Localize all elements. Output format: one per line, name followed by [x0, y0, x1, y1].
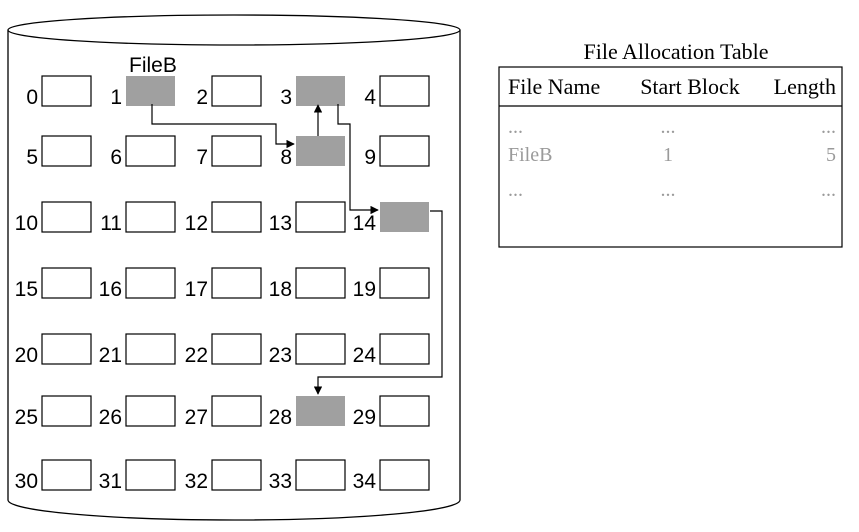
block-number: 11	[100, 212, 122, 235]
block-11	[125, 201, 176, 233]
block-9	[379, 135, 430, 167]
block-number: 28	[269, 406, 292, 429]
block-16	[125, 267, 176, 299]
block-12	[211, 201, 262, 233]
chain-arrow-1-to-8	[151, 104, 295, 149]
block-number: 2	[196, 86, 208, 109]
block-number: 3	[280, 86, 292, 109]
block-29	[379, 395, 430, 427]
block-number: 4	[364, 86, 376, 109]
block-2	[211, 75, 262, 107]
block-33	[295, 459, 346, 491]
block-32	[211, 459, 262, 491]
block-18	[295, 267, 346, 299]
block-number: 17	[185, 278, 208, 301]
block-number: 5	[26, 146, 38, 169]
block-number: 16	[99, 278, 122, 301]
block-27	[211, 395, 262, 427]
block-14-allocated	[380, 202, 429, 232]
block-3-allocated	[296, 76, 345, 106]
chain-arrow-14-to-28	[313, 210, 443, 395]
block-26	[125, 395, 176, 427]
table-cell: ...	[661, 116, 676, 138]
block-number: 9	[364, 146, 376, 169]
table-cell: 1	[663, 144, 673, 166]
block-number: 31	[99, 470, 122, 493]
table-cell: ...	[508, 179, 523, 201]
block-number: 32	[185, 470, 208, 493]
block-17	[211, 267, 262, 299]
chain-arrow-3-to-14	[337, 104, 379, 215]
table-cell: ...	[508, 116, 523, 138]
block-number: 22	[185, 344, 208, 367]
table-header-1: Start Block	[640, 74, 740, 99]
block-number: 8	[280, 146, 292, 169]
table-header-2: Length	[774, 74, 836, 99]
file-label: FileB	[129, 54, 177, 77]
table-cell: ...	[821, 179, 836, 201]
block-5	[41, 135, 92, 167]
block-10	[41, 201, 92, 233]
block-number: 34	[353, 470, 377, 493]
block-23	[295, 333, 346, 365]
table-cell: ...	[661, 179, 676, 201]
block-21	[125, 333, 176, 365]
block-6	[125, 135, 176, 167]
block-34	[379, 459, 430, 491]
table-frame	[498, 66, 843, 248]
block-31	[125, 459, 176, 491]
block-number: 23	[269, 344, 292, 367]
block-number: 7	[196, 146, 208, 169]
block-number: 6	[110, 146, 122, 169]
block-4	[379, 75, 430, 107]
block-number: 19	[353, 278, 376, 301]
block-number: 21	[99, 344, 122, 367]
block-13	[295, 201, 346, 233]
block-number: 10	[15, 212, 38, 235]
block-number: 20	[15, 344, 38, 367]
block-number: 1	[110, 86, 122, 109]
block-number: 15	[15, 278, 38, 301]
block-28-allocated	[296, 396, 345, 426]
block-number: 27	[185, 406, 208, 429]
block-number: 33	[269, 470, 292, 493]
file-allocation-table: File Allocation Table File Name Start Blo…	[498, 39, 843, 248]
block-number: 30	[15, 470, 38, 493]
table-title: File Allocation Table	[583, 39, 768, 64]
block-number: 25	[15, 406, 38, 429]
allocation-chain	[151, 104, 443, 395]
block-8-allocated	[296, 136, 345, 166]
block-number: 14	[353, 212, 377, 235]
block-20	[41, 333, 92, 365]
block-number: 0	[26, 86, 38, 109]
table-cell: FileB	[508, 144, 552, 166]
disk-cylinder	[7, 14, 461, 521]
block-number: 29	[353, 406, 376, 429]
block-19	[379, 267, 430, 299]
block-0	[41, 75, 92, 107]
block-30	[41, 459, 92, 491]
block-24	[379, 333, 430, 365]
block-25	[41, 395, 92, 427]
block-number: 26	[99, 406, 122, 429]
table-header-0: File Name	[508, 74, 600, 99]
table-cell: ...	[821, 116, 836, 138]
block-number: 24	[353, 344, 377, 367]
block-1-allocated	[126, 76, 175, 106]
block-number: 12	[185, 212, 208, 235]
block-22	[211, 333, 262, 365]
block-number: 13	[269, 212, 292, 235]
block-15	[41, 267, 92, 299]
block-7	[211, 135, 262, 167]
table-cell: 5	[826, 144, 836, 166]
block-number: 18	[269, 278, 292, 301]
